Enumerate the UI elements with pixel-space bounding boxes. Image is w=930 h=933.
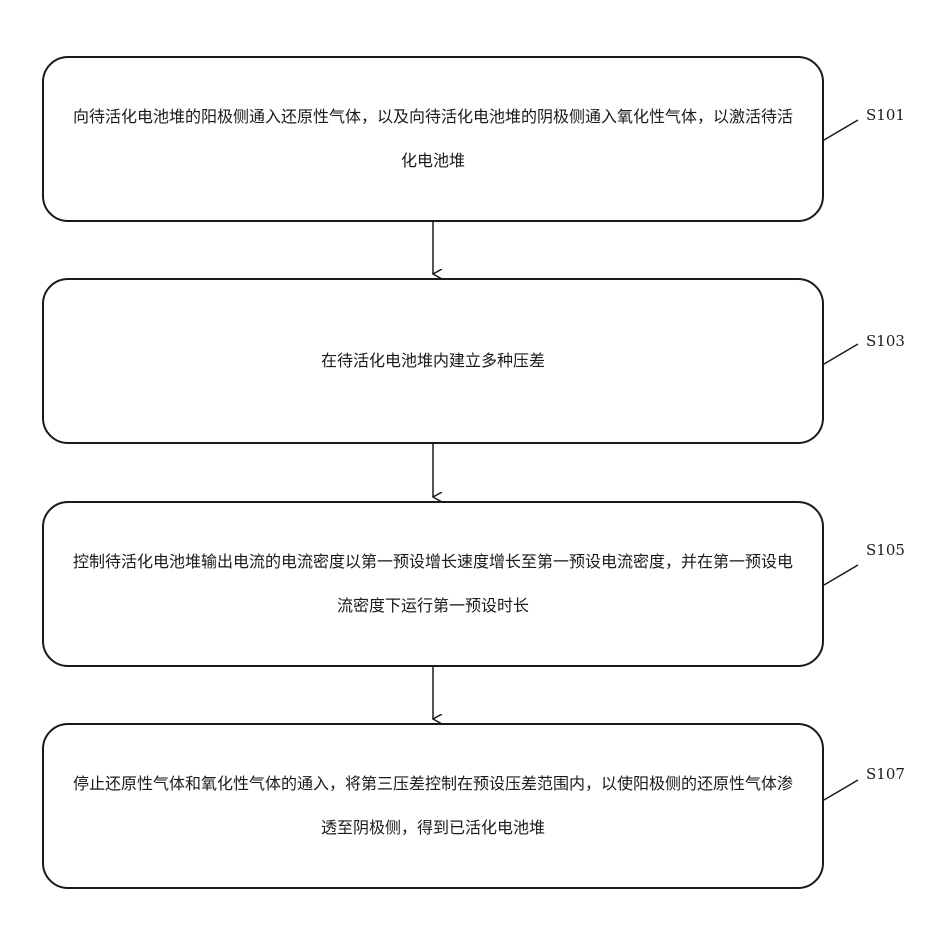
step-box-s105: 控制待活化电池堆输出电流的电流密度以第一预设增长速度增长至第一预设电流密度，并在… [42,501,824,667]
step-text-s103: 在待活化电池堆内建立多种压差 [68,339,798,383]
step-text-s107: 停止还原性气体和氧化性气体的通入，将第三压差控制在预设压差范围内，以使阳极侧的还… [68,762,798,850]
leader-s105 [824,565,858,585]
step-box-s101: 向待活化电池堆的阳极侧通入还原性气体，以及向待活化电池堆的阴极侧通入氧化性气体，… [42,56,824,222]
leader-s103 [824,344,858,364]
step-label-s105: S105 [866,541,905,559]
step-text-s105: 控制待活化电池堆输出电流的电流密度以第一预设增长速度增长至第一预设电流密度，并在… [68,540,798,628]
leader-s107 [824,780,858,800]
step-box-s103: 在待活化电池堆内建立多种压差 [42,278,824,444]
leader-s101 [824,120,858,140]
step-box-s107: 停止还原性气体和氧化性气体的通入，将第三压差控制在预设压差范围内，以使阳极侧的还… [42,723,824,889]
step-label-s107: S107 [866,765,905,783]
step-label-s103: S103 [866,332,905,350]
step-text-s101: 向待活化电池堆的阳极侧通入还原性气体，以及向待活化电池堆的阴极侧通入氧化性气体，… [68,95,798,183]
step-label-s101: S101 [866,106,905,124]
